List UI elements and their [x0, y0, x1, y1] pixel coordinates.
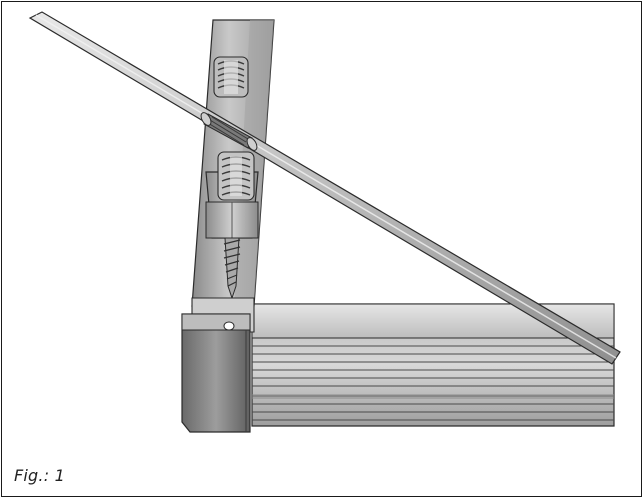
- corner-cap-icon: [181, 297, 255, 433]
- metal-rod-icon: [28, 11, 621, 365]
- wood-screw-icon: [223, 237, 241, 300]
- clip-ring-icon: [213, 56, 249, 98]
- clip-bracket-icon: [205, 151, 259, 239]
- figure-caption: Fig.: 1: [14, 466, 65, 485]
